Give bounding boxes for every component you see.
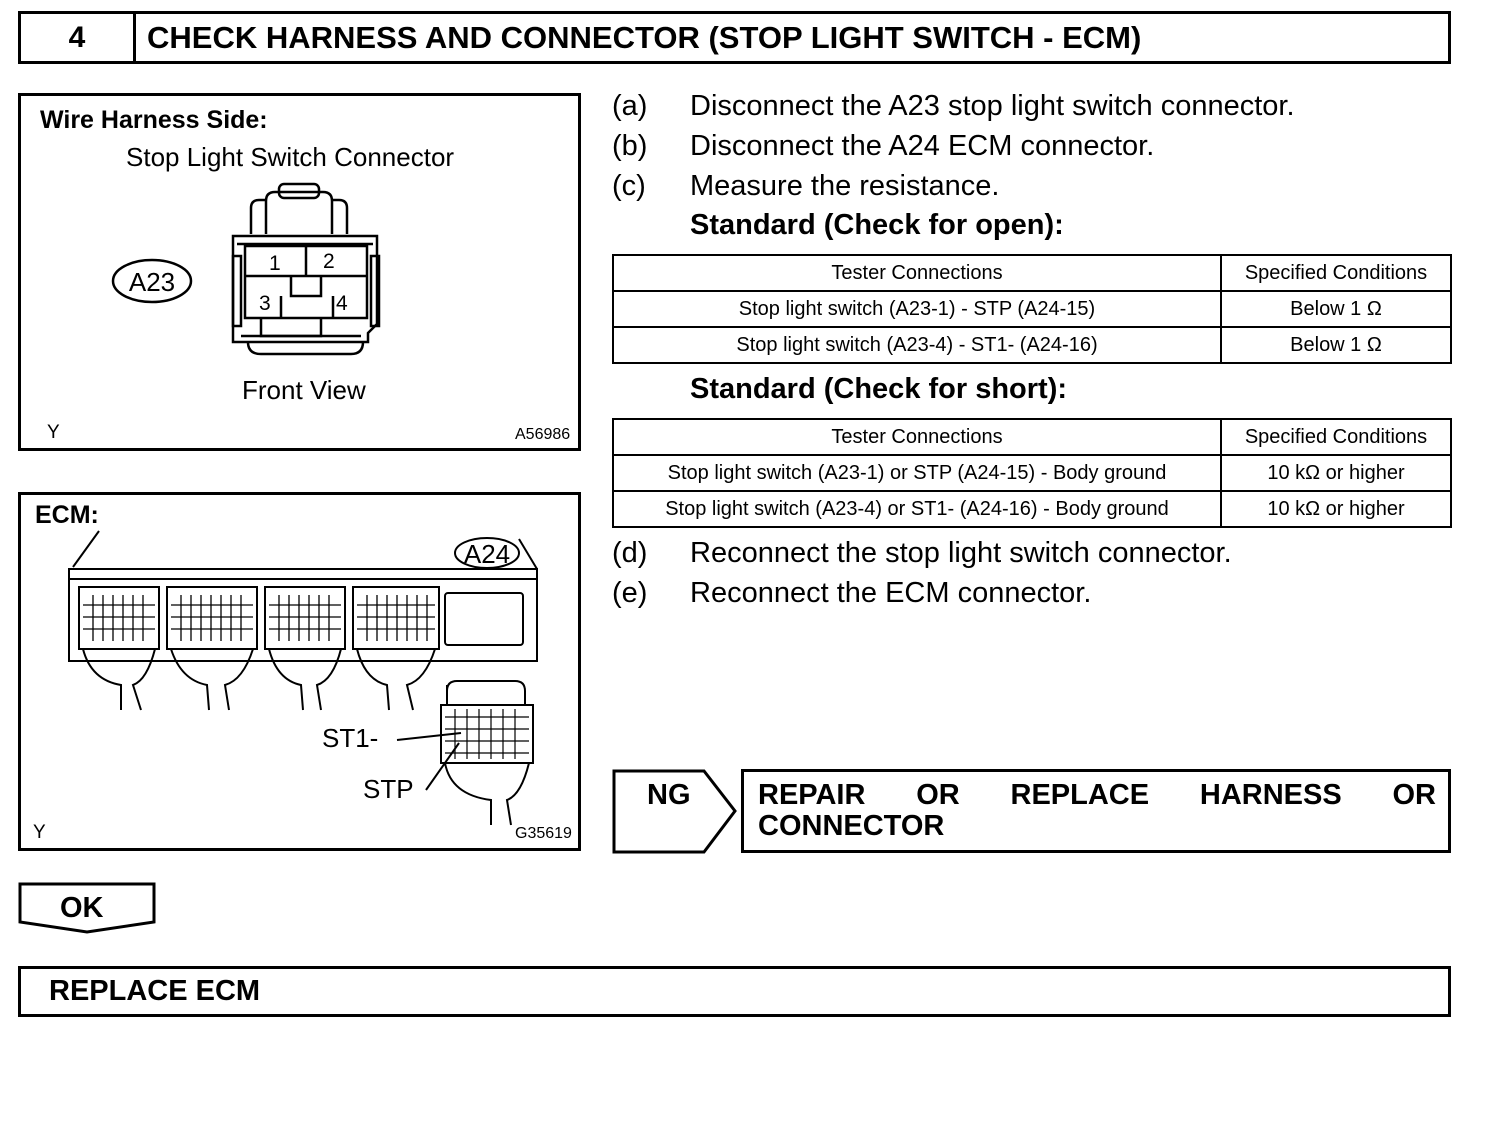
ng-action-line1: REPAIR OR REPLACE HARNESS OR (758, 779, 1436, 811)
short-check-table: Tester Connections Specified Conditions … (612, 418, 1452, 528)
ng-action-line2: CONNECTOR (758, 810, 945, 842)
step-header: 4 CHECK HARNESS AND CONNECTOR (STOP LIGH… (18, 11, 1451, 64)
standard-short-heading: Standard (Check for short): (690, 373, 1068, 405)
connector-id-a24: A24 (464, 539, 510, 569)
table-cell: 10 kΩ or higher (1220, 454, 1452, 492)
table-cell: 10 kΩ or higher (1220, 490, 1452, 528)
step-number: 4 (21, 14, 136, 61)
table-row: Stop light switch (A23-4) - ST1- (A24-16… (612, 326, 1452, 364)
figure-code: A56986 (515, 426, 571, 443)
connector-id-a23: A23 (129, 267, 175, 297)
ok-label: OK (60, 892, 104, 924)
column-header: Tester Connections (612, 418, 1222, 456)
table-cell: Stop light switch (A23-4) - ST1- (A24-16… (612, 326, 1222, 364)
table-cell: Stop light switch (A23-4) or ST1- (A24-1… (612, 490, 1222, 528)
table-row: Stop light switch (A23-1) - STP (A24-15)… (612, 290, 1452, 328)
ok-arrow (18, 882, 156, 934)
stop-light-switch-connector-drawing: A23 (111, 182, 381, 356)
corner-mark: Y (47, 422, 60, 443)
st1-pin-label: ST1- (322, 723, 379, 753)
standard-open-heading: Standard (Check for open): (690, 209, 1064, 241)
stp-pin-label: STP (363, 774, 414, 804)
pin-2: 2 (323, 250, 335, 273)
open-check-table: Tester Connections Specified Conditions … (612, 254, 1452, 364)
ng-action-box: REPAIR OR REPLACE HARNESS OR CONNECTOR (741, 769, 1451, 853)
wire-harness-figure: Wire Harness Side: Stop Light Switch Con… (18, 93, 581, 451)
pin-1: 1 (269, 252, 281, 275)
column-header: Specified Conditions (1220, 254, 1452, 292)
ecm-figure: ECM: (18, 492, 581, 851)
column-header: Specified Conditions (1220, 418, 1452, 456)
figure-title: Wire Harness Side: (40, 106, 268, 134)
ng-arrow (612, 769, 737, 854)
table-cell: Below 1 Ω (1220, 326, 1452, 364)
table-header-row: Tester Connections Specified Conditions (612, 418, 1452, 456)
table-cell: Stop light switch (A23-1) or STP (A24-15… (612, 454, 1222, 492)
step-title: CHECK HARNESS AND CONNECTOR (STOP LIGHT … (147, 19, 1142, 55)
pin-3: 3 (259, 292, 271, 315)
figure-subtitle: Stop Light Switch Connector (126, 142, 455, 172)
column-header: Tester Connections (612, 254, 1222, 292)
ng-label: NG (647, 779, 691, 811)
table-header-row: Tester Connections Specified Conditions (612, 254, 1452, 292)
ecm-drawing: A24 (68, 530, 538, 826)
table-row: Stop light switch (A23-1) or STP (A24-15… (612, 454, 1452, 492)
ecm-title: ECM: (35, 501, 99, 529)
pin-4: 4 (336, 292, 348, 315)
final-action: REPLACE ECM (49, 975, 261, 1007)
replace-ecm-box: REPLACE ECM (18, 966, 1451, 1017)
corner-mark: Y (33, 822, 46, 843)
table-row: Stop light switch (A23-4) or ST1- (A24-1… (612, 490, 1452, 528)
table-cell: Below 1 Ω (1220, 290, 1452, 328)
table-cell: Stop light switch (A23-1) - STP (A24-15) (612, 290, 1222, 328)
front-view-label: Front View (242, 375, 366, 405)
figure-code: G35619 (515, 825, 572, 842)
